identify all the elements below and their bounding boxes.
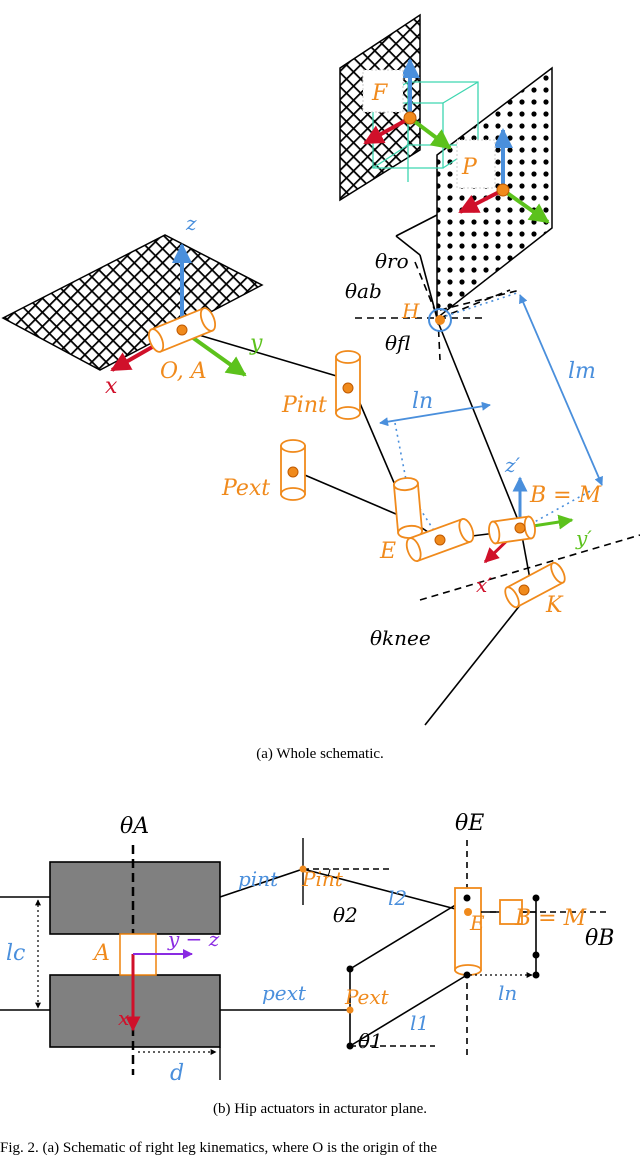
label-y-minus-z: y − z — [167, 927, 220, 951]
label-x: x — [105, 374, 118, 399]
label-theta-fl: θfl — [385, 331, 410, 355]
p-label-box — [456, 139, 496, 189]
f-label-box — [362, 69, 404, 113]
block-lines — [0, 868, 350, 1011]
b-actuator — [499, 899, 523, 925]
label-l-n-bottom: ln — [498, 981, 517, 1005]
label-theta-a: θA — [120, 814, 149, 839]
cylinder-p-ext — [280, 439, 306, 501]
label-p: P — [461, 155, 478, 180]
label-h: H — [401, 299, 420, 323]
label-b-eq-m-bottom: B = M — [514, 906, 587, 931]
label-k: K — [545, 593, 564, 618]
joint-dots — [176, 111, 530, 596]
whole-schematic: z y x O, A F P θro θab H θfl Pint ln lm … — [1, 13, 640, 762]
label-b-eq-m: B = M — [529, 483, 602, 508]
label-e: E — [379, 539, 396, 564]
label-p-int-small: pint — [238, 867, 279, 891]
label-z: z — [185, 211, 197, 235]
label-theta-ab: θab — [345, 279, 382, 303]
f-left-arrow — [363, 116, 411, 145]
label-x-bottom: x — [118, 1006, 129, 1030]
l-n-dimension — [379, 401, 491, 427]
label-y: y — [249, 331, 263, 356]
p-ext-linkage — [349, 897, 468, 1047]
p-right-arrow — [501, 188, 550, 224]
cylinder-b — [488, 515, 536, 545]
label-theta-1: θ1 — [358, 1029, 383, 1053]
linkage-joints — [346, 894, 540, 1050]
f-right-arrow — [408, 116, 452, 150]
l-m-dimension — [519, 294, 603, 486]
label-theta-2: θ2 — [333, 903, 358, 927]
label-d: d — [170, 1061, 184, 1086]
base-plane — [1, 234, 264, 371]
label-l2: l2 — [388, 886, 407, 910]
label-p-ext: Pext — [221, 476, 270, 501]
caption-a: (a) Whole schematic. — [256, 746, 384, 762]
l2-link — [302, 868, 468, 913]
label-y-prime: y′ — [575, 526, 592, 550]
angle-dashes — [355, 261, 640, 601]
label-f: F — [371, 81, 388, 106]
lower-block — [49, 974, 221, 1048]
upper-block — [49, 861, 221, 935]
label-p-int: Pint — [281, 393, 327, 418]
label-e-bottom: E — [469, 911, 485, 935]
label-origin: O, A — [160, 359, 207, 384]
e-joint — [464, 908, 472, 916]
label-p-int-orange: Pint — [301, 867, 344, 891]
h-joint-inner — [435, 315, 445, 325]
label-z-prime: z′ — [504, 453, 521, 477]
label-theta-e: θE — [455, 811, 484, 836]
actuator-cylinders — [147, 307, 566, 609]
label-theta-ro: θro — [375, 249, 409, 273]
figure-footer-text: Fig. 2. (a) Schematic of right leg kinem… — [0, 1140, 437, 1156]
p-left-arrow — [458, 188, 504, 214]
label-l-n: ln — [412, 389, 433, 414]
label-p-ext-orange: Pext — [344, 985, 390, 1009]
label-a: A — [92, 941, 110, 966]
label-p-ext-small: pext — [262, 981, 307, 1005]
hip-actuators-plane: θA θE pint Pint l2 θ2 B = M θB lc A y − … — [0, 811, 614, 1117]
label-theta-b: θB — [585, 926, 614, 951]
theta-2-arc — [327, 868, 331, 877]
label-l1: l1 — [410, 1011, 429, 1035]
cylinder-k — [504, 561, 566, 609]
label-l-c: lc — [6, 941, 25, 966]
orange-joints — [299, 865, 354, 1014]
caption-b: (b) Hip actuators in acturator plane. — [213, 1101, 427, 1117]
label-x-prime: x′ — [476, 573, 492, 597]
label-l-m: lm — [568, 359, 596, 384]
label-theta-knee: θknee — [370, 626, 431, 650]
cylinder-e-vertical — [392, 477, 424, 539]
h-joint-outer — [428, 308, 452, 332]
